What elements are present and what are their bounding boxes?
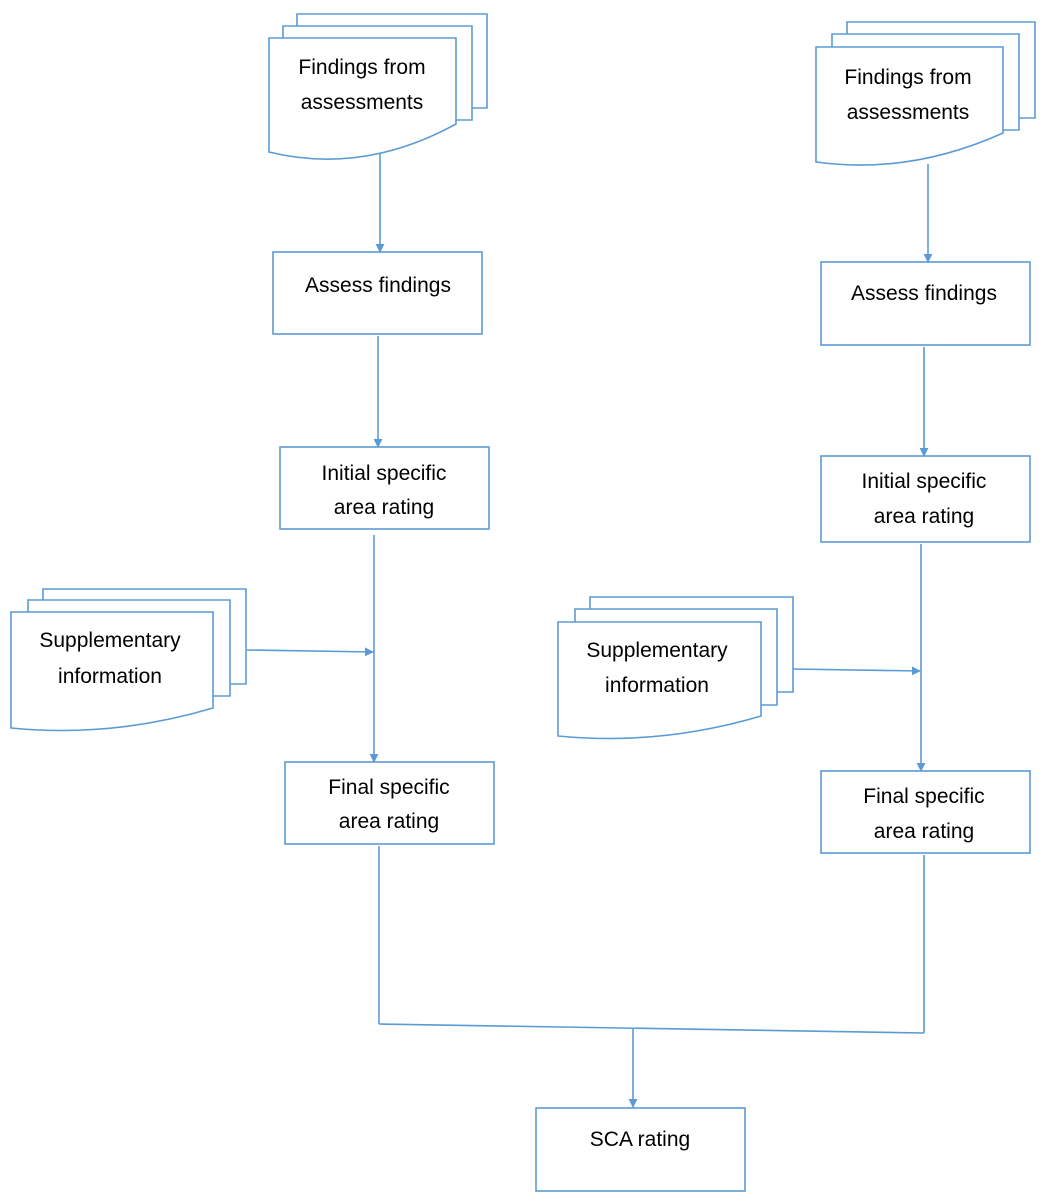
- right-findings-line-2: assessments: [847, 101, 970, 124]
- left-supplementary-line-2: information: [58, 665, 162, 688]
- right-assess-findings-box: Assess findings: [820, 261, 1031, 346]
- left-initial-line-2: area rating: [334, 496, 434, 519]
- left-final-line-1: Final specific: [328, 776, 449, 799]
- right-final-rating-box: Final specific area rating: [820, 770, 1031, 854]
- right-supplementary-line-2: information: [605, 674, 709, 697]
- left-findings-document: Findings from assessments: [268, 13, 488, 160]
- right-initial-line-1: Initial specific: [862, 470, 987, 493]
- left-assess-findings-box: Assess findings: [272, 251, 483, 335]
- right-final-line-2: area rating: [874, 820, 974, 843]
- right-supplementary-document: Supplementary information: [557, 596, 794, 740]
- right-final-line-1: Final specific: [863, 785, 984, 808]
- left-initial-line-1: Initial specific: [322, 462, 447, 485]
- left-assess-findings-label: Assess findings: [305, 274, 451, 297]
- left-final-line-2: area rating: [339, 810, 439, 833]
- left-final-rating-box: Final specific area rating: [284, 761, 495, 845]
- right-initial-line-2: area rating: [874, 505, 974, 528]
- merge-connector-line: [378, 1023, 925, 1034]
- sca-rating-box: SCA rating: [535, 1107, 746, 1192]
- left-supplementary-document: Supplementary information: [10, 588, 247, 732]
- right-findings-document: Findings from assessments: [815, 21, 1036, 166]
- right-initial-rating-box: Initial specific area rating: [820, 455, 1031, 543]
- right-edge-supplementary-to-flow: [792, 666, 921, 676]
- right-supplementary-line-1: Supplementary: [586, 639, 728, 662]
- right-assess-findings-label: Assess findings: [851, 282, 997, 305]
- sca-rating-label: SCA rating: [590, 1128, 690, 1151]
- left-findings-line-2: assessments: [301, 91, 424, 114]
- left-supplementary-line-1: Supplementary: [39, 629, 181, 652]
- left-initial-rating-box: Initial specific area rating: [279, 446, 490, 530]
- right-findings-line-1: Findings from: [844, 66, 971, 89]
- left-findings-line-1: Findings from: [298, 56, 425, 79]
- left-edge-supplementary-to-flow: [246, 647, 374, 657]
